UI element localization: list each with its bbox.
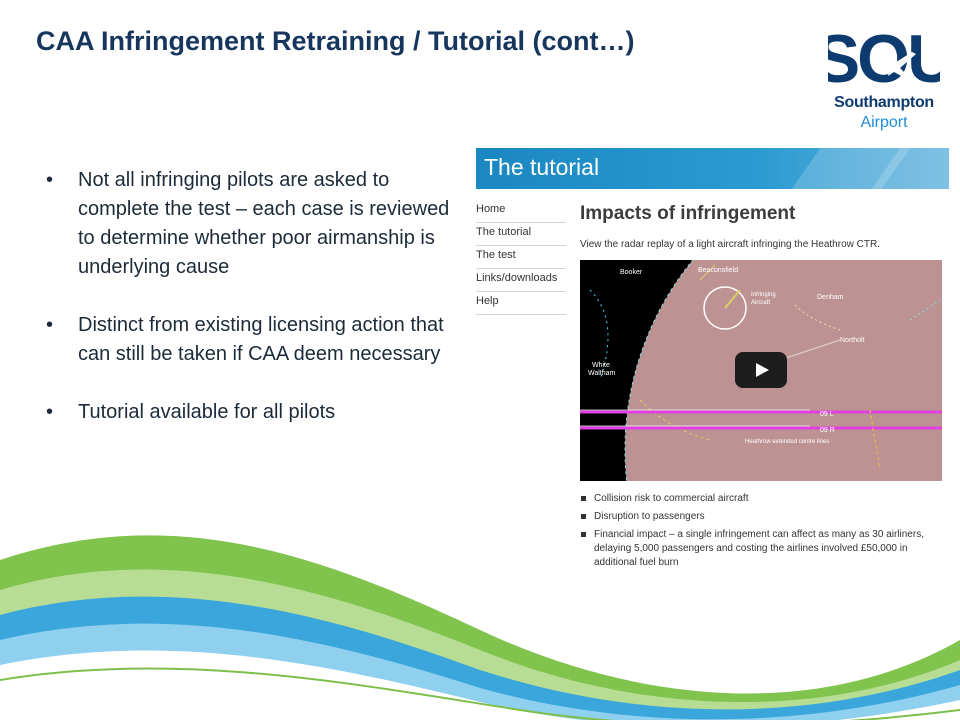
nav-item-home[interactable]: Home	[476, 200, 566, 223]
southampton-airport-logo: SOU Southampton Airport	[828, 14, 940, 134]
impact-item: Disruption to passengers	[580, 510, 945, 524]
nav-item-test[interactable]: The test	[476, 246, 566, 269]
bullet-marker: •	[46, 169, 54, 191]
label-booker: Booker	[620, 269, 643, 276]
bullet-item: • Tutorial available for all pilots	[44, 398, 454, 427]
tutorial-banner: The tutorial	[476, 148, 949, 189]
radar-video[interactable]: Booker Beaconsfield Infringing Aircraft …	[580, 260, 942, 481]
nav-item-tutorial[interactable]: The tutorial	[476, 223, 566, 246]
label-runway-09l: 09 L	[820, 411, 834, 418]
label-white: White	[592, 362, 610, 369]
banner-title: The tutorial	[484, 154, 600, 180]
bullet-marker: •	[46, 401, 54, 423]
impact-item: Collision risk to commercial aircraft	[580, 492, 945, 506]
impact-item: Financial impact – a single infringement…	[580, 528, 945, 570]
label-centre-lines: Heathrow extended centre lines	[745, 439, 829, 445]
logo-name: Southampton	[834, 94, 934, 111]
bullet-marker: •	[46, 314, 54, 336]
content-heading: Impacts of infringement	[580, 203, 796, 224]
infringing-aircraft-marker	[703, 286, 747, 330]
label-aircraft: Aircraft	[751, 300, 770, 306]
logo-letters: SOU	[828, 21, 940, 94]
sou-logo-mark: SOU	[828, 21, 940, 94]
label-beaconsfield: Beaconsfield	[698, 267, 738, 274]
airplane-icon	[888, 52, 916, 78]
bullet-text: Distinct from existing licensing action …	[78, 314, 444, 365]
logo-subtitle: Airport	[860, 114, 908, 131]
label-infringing: Infringing	[751, 292, 776, 298]
bullet-item: • Distinct from existing licensing action…	[44, 311, 454, 369]
ctr-boundary	[624, 260, 694, 481]
bullet-list: • Not all infringing pilots are asked to …	[44, 166, 454, 456]
nav-item-links-downloads[interactable]: Links/downloads	[476, 269, 566, 292]
play-icon	[756, 363, 769, 377]
decorative-waves	[0, 535, 960, 720]
slide-title: CAA Infringement Retraining / Tutorial (…	[36, 26, 635, 56]
bullet-text: Not all infringing pilots are asked to c…	[78, 169, 450, 278]
tutorial-screenshot: The tutorial Home The tutorial The test …	[476, 148, 949, 580]
tutorial-content: Impacts of infringement View the radar r…	[580, 203, 945, 250]
impacts-list: Collision risk to commercial aircraft Di…	[580, 492, 945, 574]
label-northolt: Northolt	[840, 337, 865, 344]
label-waltham: Waltham	[588, 370, 616, 377]
play-button[interactable]	[735, 352, 787, 388]
bullet-item: • Not all infringing pilots are asked to …	[44, 166, 454, 282]
label-runway-09r: 09 R	[820, 427, 835, 434]
label-denham: Denham	[817, 294, 844, 301]
tutorial-nav: Home The tutorial The test Links/downloa…	[476, 200, 566, 315]
content-intro: View the radar replay of a light aircraf…	[580, 239, 880, 250]
nav-item-help[interactable]: Help	[476, 292, 566, 315]
bullet-text: Tutorial available for all pilots	[78, 401, 336, 423]
